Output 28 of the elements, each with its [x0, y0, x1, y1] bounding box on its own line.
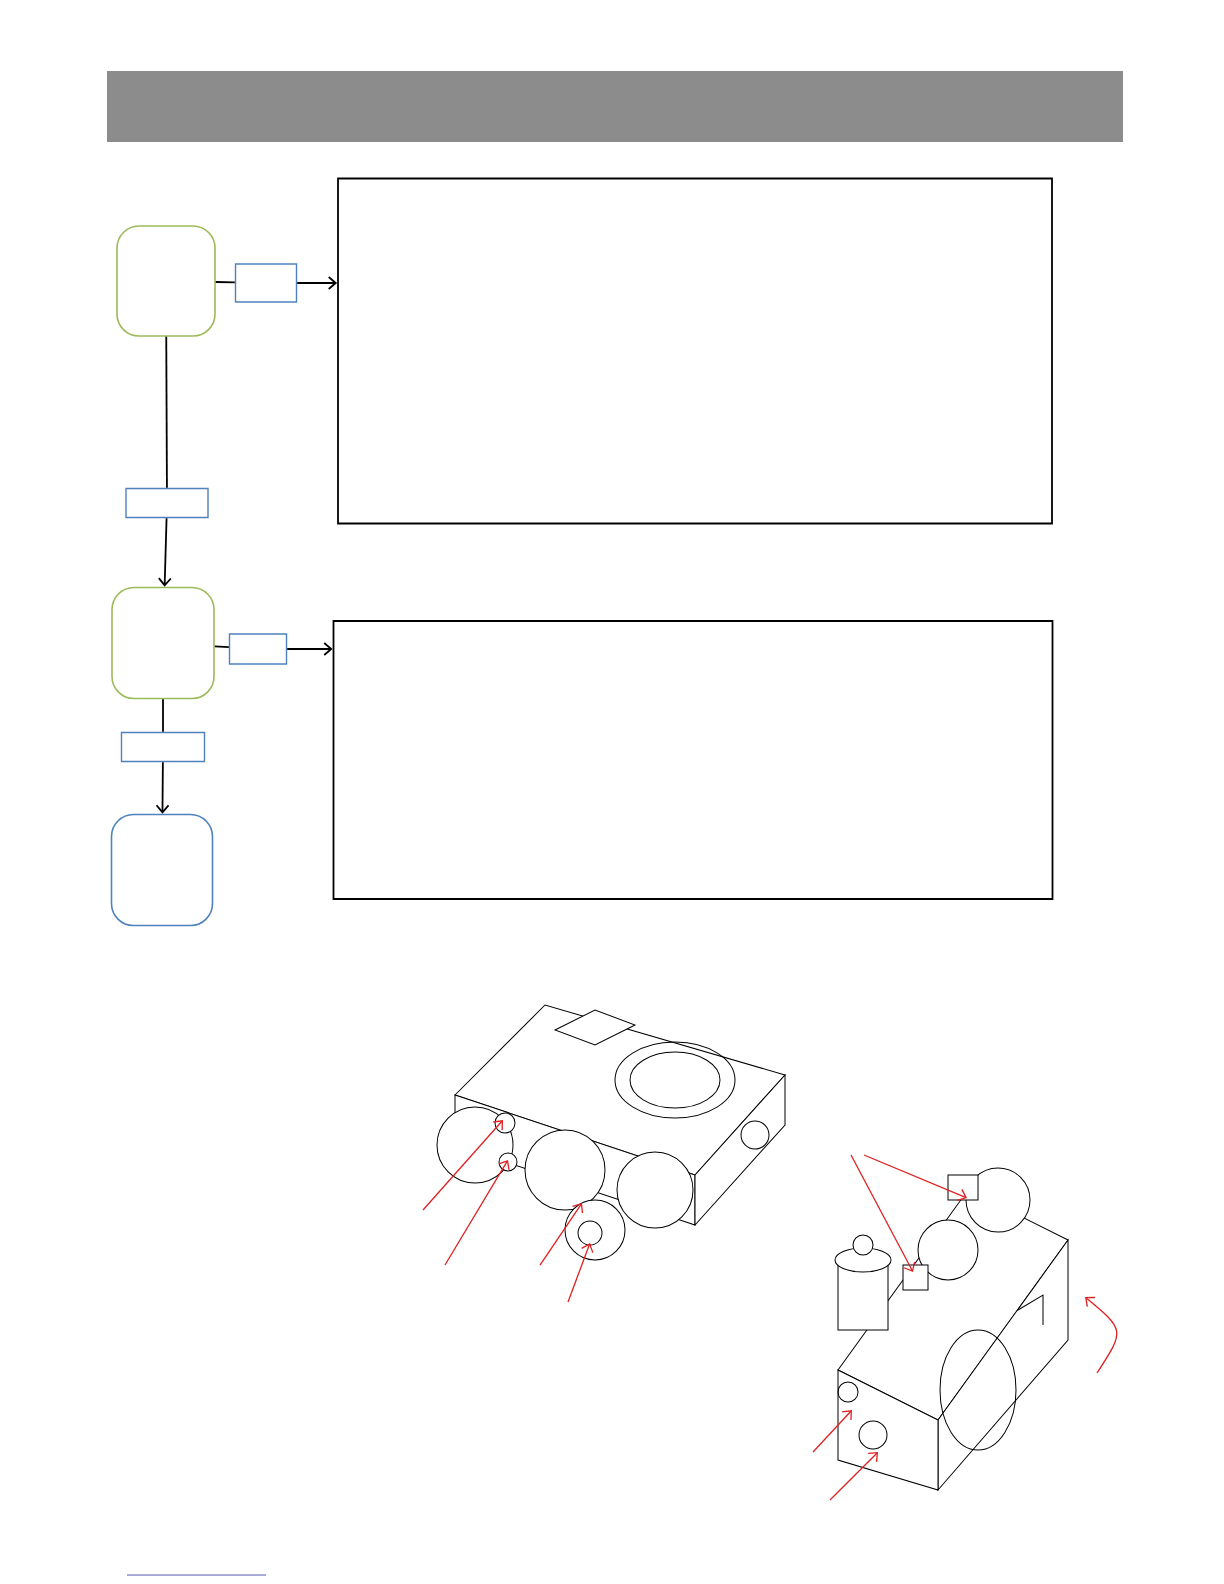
label-box	[228, 633, 288, 665]
arrow	[157, 517, 172, 587]
leader-arrow	[863, 1154, 967, 1202]
leader-arrow	[812, 1410, 852, 1453]
rounded-box	[116, 225, 216, 337]
leader-arrow	[422, 1120, 503, 1211]
connector-line	[162, 698, 164, 733]
rounded-box	[111, 586, 215, 700]
label-box	[125, 487, 209, 519]
connector-line	[165, 335, 168, 489]
connector-line	[213, 645, 230, 649]
rounded-box	[110, 813, 214, 927]
leader-arrow	[539, 1203, 584, 1266]
arrow	[286, 642, 333, 656]
text-box	[332, 620, 1054, 900]
leader-arrow	[850, 1154, 916, 1272]
connector-line	[214, 281, 236, 284]
leader-arrow	[567, 1243, 594, 1303]
label-box	[120, 731, 206, 763]
valve-drawing	[436, 1004, 786, 1261]
label-box	[234, 263, 298, 303]
valve-drawing	[834, 1167, 1069, 1491]
arrow	[296, 276, 338, 290]
leader-arrow	[829, 1452, 878, 1501]
leader-arrow	[444, 1160, 510, 1266]
text-box	[337, 177, 1053, 525]
arrow	[155, 761, 170, 814]
leader-arrow	[1085, 1296, 1118, 1374]
